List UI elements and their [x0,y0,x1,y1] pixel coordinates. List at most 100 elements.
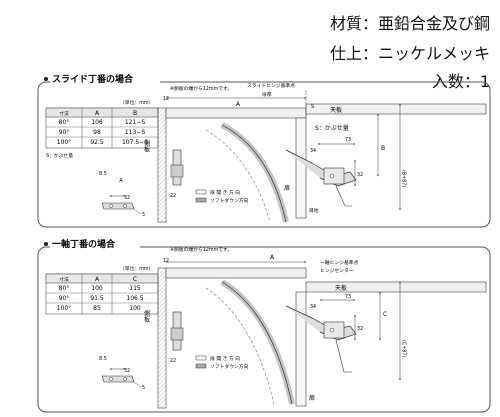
slide-dim-32: 32 [357,172,363,178]
single-soft-down-arc [205,287,275,405]
slide-note: S：かぶせ量 [46,152,73,159]
single-door-label: 扉 [309,394,315,402]
slide-cell-0-1: 106 [91,119,103,126]
bullet-icon [44,77,48,81]
single-dim-32: 32 [357,326,363,332]
spec-finish: 仕上：ニッケルメッキ [329,44,490,63]
slide-panel-frame [37,81,491,228]
slide-dim-12: 12 [163,96,169,102]
slide-detail-5: 5 [142,212,145,218]
single-dim-34: 34 [310,304,316,310]
single-cell-0-0: 80° [59,285,70,292]
single-cell-2-2: 100 [129,305,141,312]
slide-legend-soft: ソフトダウン方向 [210,197,249,204]
single-top-board-label: 天板 [335,284,347,292]
slide-door-swing [220,122,289,223]
single-door-panel [295,291,307,407]
spec-material: 材質：亜鉛合金及び鋼 [329,14,490,33]
slide-door-panel [295,117,307,219]
slide-header-0: 寸法 [59,110,69,117]
slide-panel: スライド丁番の場合 （単位：mm） 寸法 A B 80° 106 121−S 9… [37,73,491,228]
slide-legend-open: 扉 開 き 方 向 [210,189,240,196]
slide-stopper-label: 目地 [309,207,319,214]
single-detail-5: 5 [142,385,145,391]
single-legend-open: 扉 開 き 方 向 [210,355,240,362]
single-legend-soft: ソフトダウン方向 [210,363,249,370]
single-door-swing [220,279,295,405]
slide-cell-0-0: 80° [59,119,70,126]
single-dimension-table: 寸法 A C 80° 100 115 90° 91.5 106.5 100° 8… [45,273,159,315]
slide-top-board-inner [165,107,307,119]
slide-side-board-label: 側板 [143,139,150,153]
slide-unit: （単位：mm） [120,99,153,106]
single-dim-73: 73 [345,294,351,300]
slide-soft-down-arc [205,129,271,223]
single-side-board-label: 側板 [143,309,150,323]
single-cell-1-1: 91.5 [90,295,104,302]
slide-dim-b: B [381,145,385,152]
slide-door-swing-outline [221,124,287,223]
bullet-icon-2 [44,242,48,246]
slide-bracket-detail: 8.5 A 32 5 [99,171,145,218]
slide-detail-a: A [119,178,123,184]
single-panel-frame [37,246,491,413]
slide-header-2: B [133,110,137,117]
single-cell-1-2: 106.5 [126,295,143,302]
slide-cell-2-1: 92.5 [90,139,104,146]
slide-cell-1-1: 98 [93,129,101,136]
slide-dim-73: 73 [345,137,351,143]
slide-door-label: 扉 [284,184,290,192]
slide-base-point: スライドヒンジ基準点 [247,82,295,89]
single-header-2: C [133,276,137,283]
slide-detail-32: 32 [124,195,130,201]
single-dim-12: 12 [163,258,169,264]
slide-side-note: ※側板の端から12mmです。 [170,85,232,92]
single-panel-title: 一軸丁番の場合 [52,238,116,250]
single-detail-32: 32 [124,368,130,374]
slide-dim-8-5: 8.5 [99,171,107,177]
slide-cell-1-2: 113−S [125,129,145,136]
single-cell-2-0: 100° [57,305,71,312]
single-dim-a: A [270,254,275,261]
slide-s-overlay-label: S：かぶせ量 [315,125,349,132]
slide-dim-34: 34 [310,148,316,154]
slide-legend-open-swatch [195,189,207,195]
slide-cell-2-0: 100° [57,139,71,146]
single-cell-2-1: 85 [93,305,101,312]
single-cell-0-1: 100 [91,285,103,292]
single-legend-soft-swatch [195,363,207,369]
single-dim-c: C [383,311,387,318]
single-unit: （単位：mm） [120,265,153,272]
single-dim-8-5: 8.5 [99,356,107,362]
slide-side-panel [157,107,167,223]
single-center: ヒンジセンター [320,267,354,274]
single-base-point: 一軸ヒンジ基準点 [320,259,359,266]
slide-legend-soft-swatch [195,197,207,203]
single-top-board [305,281,487,293]
slide-panel-title: スライド丁番の場合 [52,73,134,85]
single-side-panel [157,267,167,409]
slide-dim-s: S [311,104,314,110]
single-hinge-pivot-icon [329,327,335,333]
slide-dim-22: 22 [170,193,176,199]
single-dim-22: 22 [170,358,176,364]
single-door-swing-outline [221,281,293,405]
single-legend-open-swatch [195,355,207,361]
slide-cell-1-0: 90° [59,129,70,136]
single-cell-0-2: 115 [129,285,141,292]
slide-header-1: A [95,110,100,117]
single-side-note: ※側板の端から12mmです。 [170,246,232,253]
slide-dim-a: A [236,101,241,108]
slide-door-thickness: 扉厚 [262,91,272,98]
slide-dim-b87: (B+87) [401,170,407,187]
single-header-0: 寸法 [59,276,69,283]
single-bracket-detail: 8.5 32 5 [99,356,145,391]
slide-hinge-pivot-icon [329,173,335,179]
single-header-1: A [95,276,100,283]
single-dim-c87: (C+87) [401,340,407,357]
slide-top-board-label: 天板 [330,106,342,114]
single-panel: 一軸丁番の場合 （単位：mm） 寸法 A C 80° 100 115 90° 9… [37,238,491,413]
single-top-board-inner [165,267,307,279]
slide-cell-2-2: 107.5−S [122,139,148,146]
